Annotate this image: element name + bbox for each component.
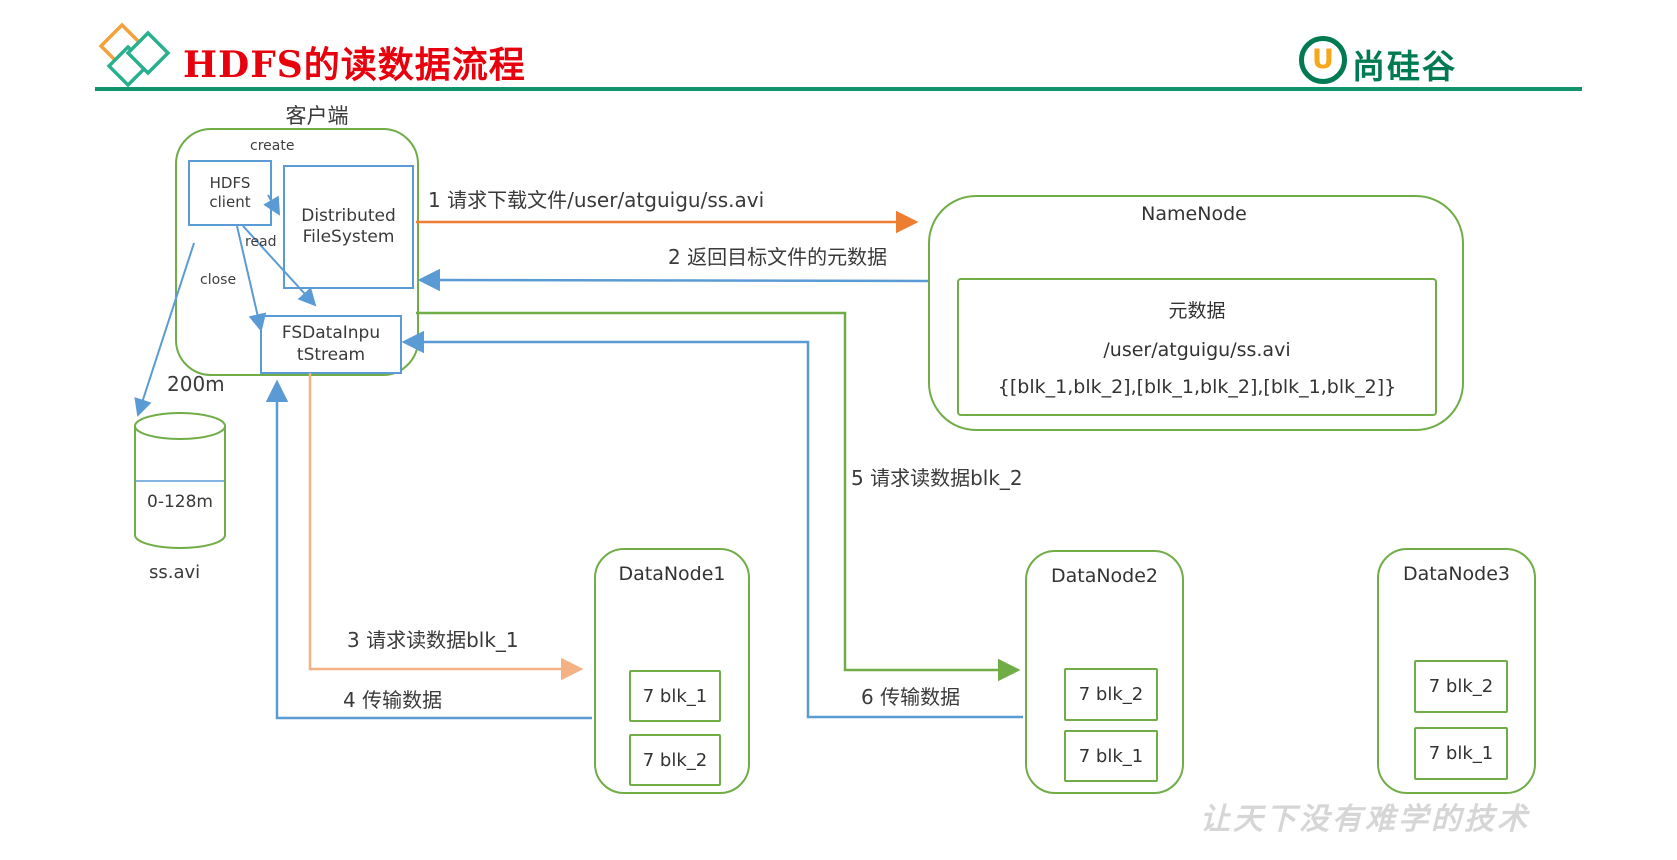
stream-line1: FSDataInpu [281, 323, 381, 344]
flow-label-5: 5 请求读数据blk_2 [851, 466, 1023, 490]
brand-logo-u: U [1312, 43, 1334, 75]
brand-logo-icon: U [1299, 36, 1347, 84]
datanode1-title: DataNode1 [618, 563, 726, 585]
datanode3-title: DataNode3 [1402, 563, 1511, 585]
metadata-path: /user/atguigu/ss.avi [1103, 338, 1291, 361]
close-method-label: close [200, 272, 237, 288]
storage-block-range-label: 0-128m [147, 492, 213, 512]
datanode3-block-2: 7 blk_1 [1414, 727, 1508, 780]
stream-line2: tStream [296, 344, 366, 365]
dfs-line1: Distributed [301, 205, 396, 226]
fsdatainputstream-box: FSDataInpu tStream [260, 315, 402, 374]
datanode1-block-1: 7 blk_1 [629, 670, 721, 722]
namenode-title: NameNode [1141, 203, 1247, 225]
dfs-line2: FileSystem [302, 227, 395, 247]
storage-file-name: ss.avi [149, 562, 201, 583]
read-method-label: read [245, 234, 277, 250]
hdfs-client-line1: HDFS [209, 174, 251, 193]
header-rule [95, 87, 1582, 91]
storage-cylinder-icon [134, 412, 226, 549]
datanode2-title: DataNode2 [1050, 565, 1159, 587]
datanode1-box: DataNode1 7 blk_1 7 blk_2 [594, 548, 750, 794]
hdfs-client-line2: client [209, 193, 251, 211]
flow-label-3: 3 请求读数据blk_1 [347, 628, 519, 652]
distributed-filesystem-box: Distributed FileSystem [283, 165, 414, 289]
hdfs-client-box: HDFS client [188, 160, 272, 226]
page-title: HDFS的读数据流程 [183, 44, 526, 86]
datanode3-box: DataNode3 7 blk_2 7 blk_1 [1377, 548, 1536, 794]
datanode3-block-1: 7 blk_2 [1414, 660, 1508, 713]
flow-label-4: 4 传输数据 [343, 688, 443, 712]
flow-label-2: 2 返回目标文件的元数据 [668, 245, 888, 269]
datanode2-block-1: 7 blk_2 [1064, 668, 1158, 721]
flow-2-arrow [417, 268, 929, 292]
diamond-logo-icon [98, 22, 171, 88]
flow-label-6: 6 传输数据 [861, 685, 961, 709]
create-method-label: create [250, 138, 295, 154]
storage-capacity-label: 200m [167, 372, 225, 396]
brand-name: 尚硅谷 [1352, 47, 1457, 86]
watermark-text: 让天下没有难学的技术 [1200, 802, 1530, 837]
flow-label-1: 1 请求下载文件/user/atguigu/ss.avi [428, 188, 765, 212]
datanode2-box: DataNode2 7 blk_2 7 blk_1 [1025, 550, 1184, 794]
metadata-blocks: {[blk_1,blk_2],[blk_1,blk_2],[blk_1,blk_… [997, 376, 1397, 399]
namenode-metadata-box: 元数据 /user/atguigu/ss.avi {[blk_1,blk_2],… [957, 278, 1437, 416]
datanode1-block-2: 7 blk_2 [629, 734, 721, 786]
client-label: 客户端 [285, 104, 349, 128]
metadata-title: 元数据 [1168, 299, 1226, 322]
flow-4-arrow [265, 379, 592, 720]
datanode2-block-2: 7 blk_1 [1064, 730, 1158, 782]
